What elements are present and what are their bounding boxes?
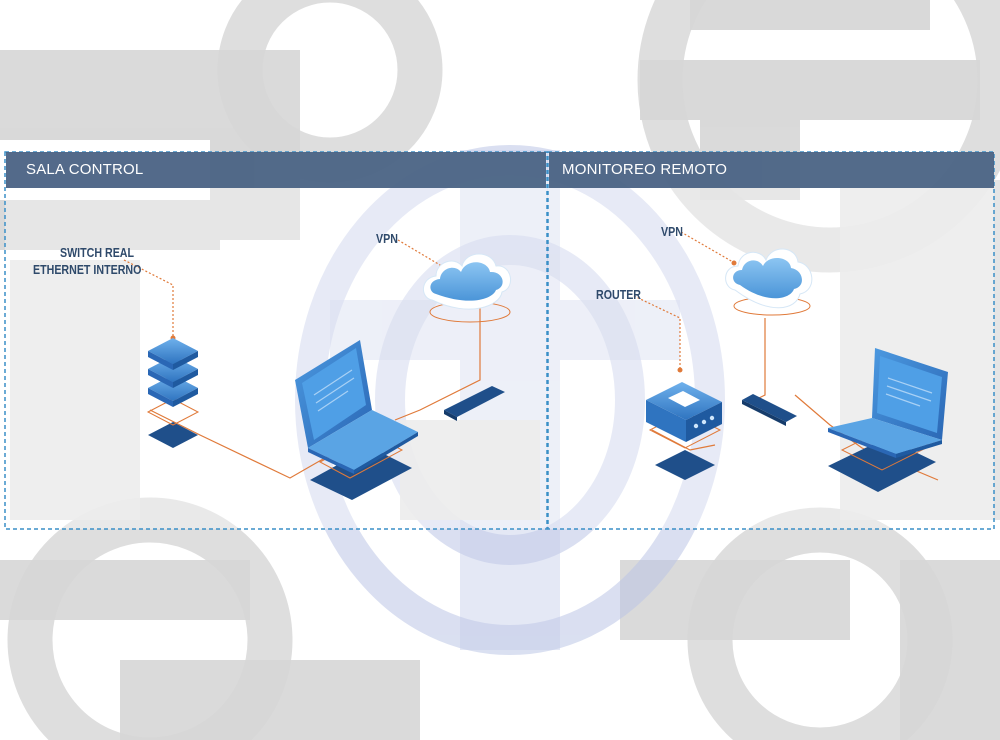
laptop-icon	[828, 348, 948, 492]
switch-label-line2: ETHERNET INTERNO	[33, 262, 142, 277]
laptop-icon	[295, 340, 418, 500]
switch-stack-icon	[146, 338, 200, 448]
switch-label-line1: SWITCH REAL	[60, 245, 135, 260]
panel-title-monitoreo-remoto: MONITOREO REMOTO	[549, 152, 994, 188]
vpn-label-left: VPN	[376, 231, 398, 246]
network-card-icon	[742, 394, 797, 426]
panel-sala-control-frame	[4, 151, 548, 530]
network-card-icon	[444, 386, 505, 421]
cloud-icon	[423, 253, 511, 323]
panel-title-sala-control: SALA CONTROL	[6, 152, 546, 188]
left-leader-lines	[123, 239, 446, 336]
panel-monitoreo-remoto-frame	[547, 151, 995, 530]
router-icon	[646, 382, 722, 480]
right-leader-lines	[633, 231, 734, 368]
vpn-label-right: VPN	[661, 224, 683, 239]
cloud-icon	[725, 248, 813, 316]
router-label: ROUTER	[596, 287, 642, 302]
